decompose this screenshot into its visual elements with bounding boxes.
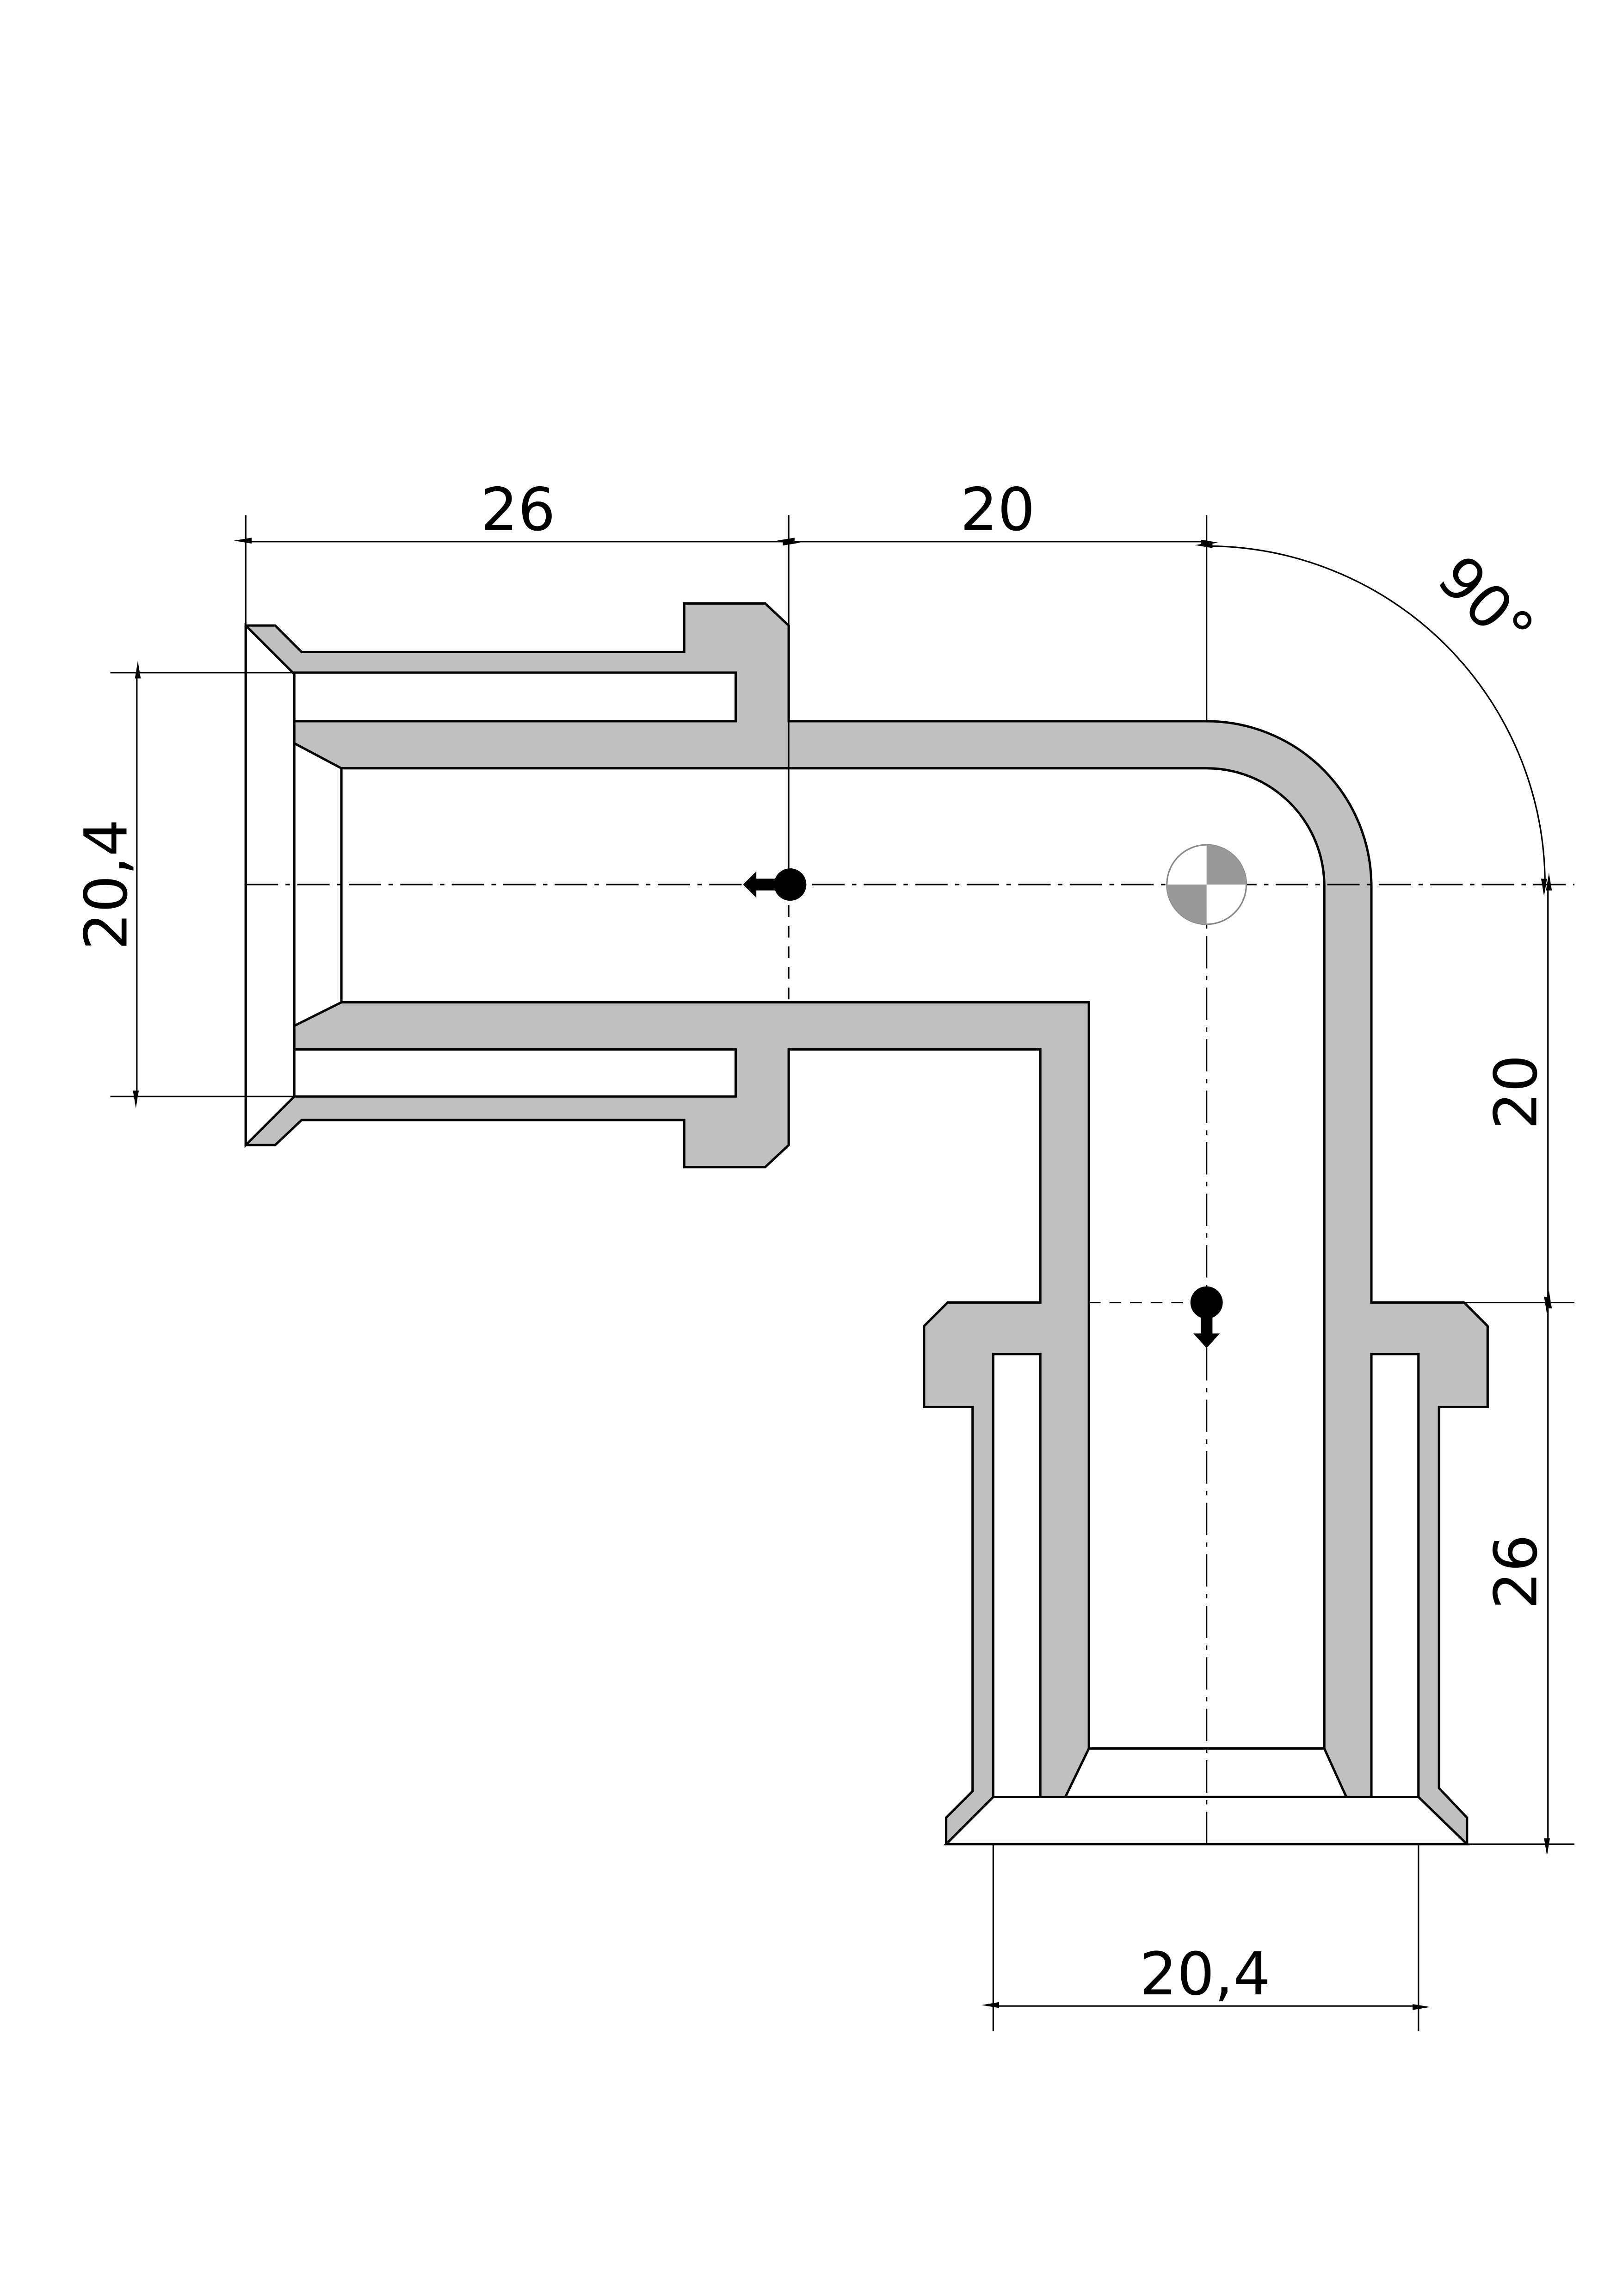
dim-right-lower: 26 xyxy=(1482,1535,1550,1609)
dim-top-left: 26 xyxy=(481,476,555,544)
dim-top-right: 20 xyxy=(960,476,1035,544)
reference-point-left-icon xyxy=(743,868,807,901)
bottom-right-slot xyxy=(1370,1353,1420,1799)
center-of-gravity-icon xyxy=(1166,844,1247,925)
reference-point-down-icon xyxy=(1190,1286,1223,1349)
dim-angle: 90° xyxy=(1425,543,1547,665)
left-upper-slot xyxy=(293,671,737,723)
left-lower-slot xyxy=(293,1048,737,1098)
dimension-lines xyxy=(133,538,1552,2010)
dim-bottom-diameter: 20,4 xyxy=(1140,1940,1271,2009)
dim-right-upper: 20 xyxy=(1482,1055,1550,1130)
dim-left-diameter: 20,4 xyxy=(73,819,141,950)
bottom-left-slot xyxy=(992,1353,1042,1799)
fitting-section xyxy=(244,602,1489,1845)
